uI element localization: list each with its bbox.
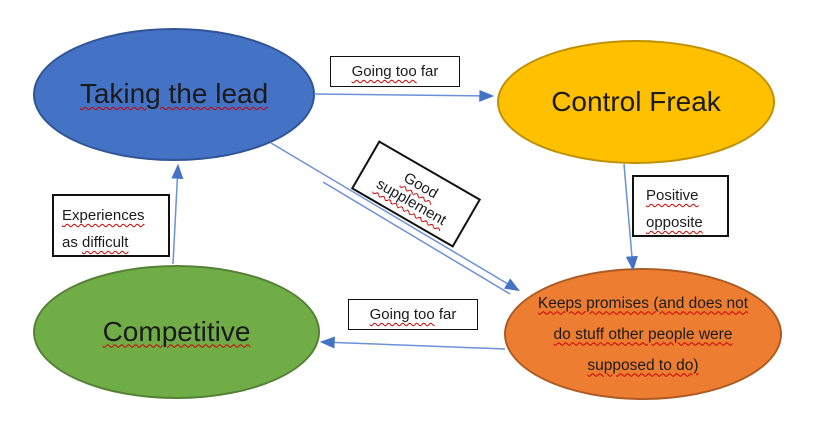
label-going-too-far-top[interactable]: Going too far xyxy=(330,56,460,87)
edge-lead-to-controlfreak[interactable] xyxy=(313,89,495,102)
node-competitive[interactable]: Competitive xyxy=(33,265,320,399)
node-control-freak-label: Control Freak xyxy=(551,85,721,117)
label-positive-opposite-line2: opposite xyxy=(646,214,703,231)
edge-lead-to-goodsupplement-secondary[interactable] xyxy=(322,181,511,295)
keeps-promises-line-3: supposed to do) xyxy=(587,356,699,374)
node-keeps-promises[interactable]: Keeps promises (and does not do stuff ot… xyxy=(504,268,782,400)
edge-keepspromises-to-competitive[interactable] xyxy=(319,336,506,350)
label-experiences-as-difficult[interactable]: Experiences as difficult xyxy=(52,194,170,257)
edge-competitive-to-lead[interactable] xyxy=(171,163,184,265)
label-experiences-line1: Experiences xyxy=(62,207,145,224)
keeps-promises-line-2: do stuff other people were xyxy=(553,325,733,343)
label-positive-opposite-line1: Positive xyxy=(646,187,699,204)
edge-controlfreak-to-keepspromises[interactable] xyxy=(623,163,638,272)
node-competitive-label: Competitive xyxy=(102,315,251,347)
keeps-promises-line-1: Keeps promises (and does not xyxy=(537,294,749,312)
node-keeps-promises-label: Keeps promises (and does not do stuff ot… xyxy=(512,288,774,381)
label-going-too-far-top-text: Going too far xyxy=(351,63,439,80)
edge-lead-to-keepspromises[interactable] xyxy=(270,142,520,292)
label-going-too-far-bottom[interactable]: Going too far xyxy=(348,299,478,330)
node-taking-the-lead-label: Taking the lead xyxy=(79,78,269,110)
label-going-too-far-bottom-text: Going too far xyxy=(369,306,457,323)
node-control-freak[interactable]: Control Freak xyxy=(497,40,775,164)
label-experiences-line2: as difficult xyxy=(62,234,129,251)
label-positive-opposite[interactable]: Positive opposite xyxy=(632,175,729,237)
node-taking-the-lead[interactable]: Taking the lead xyxy=(33,28,315,161)
